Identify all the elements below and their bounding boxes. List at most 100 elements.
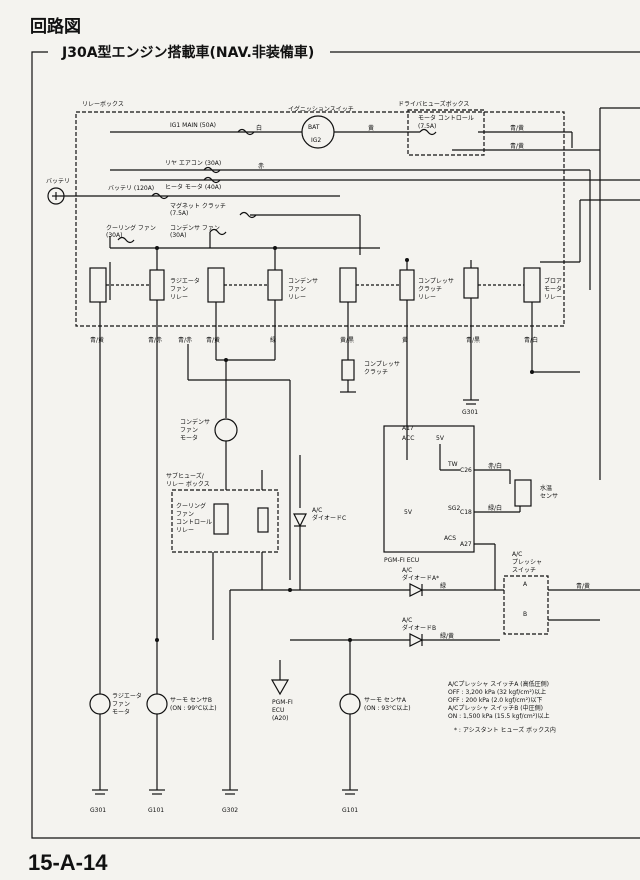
blower-motor-relay-label-2: モータ	[544, 285, 562, 293]
wire-color-yellow-black: 黄/黒	[340, 336, 354, 344]
tw-label: TW	[447, 461, 458, 468]
ac-diode-a-label-1: A/C	[402, 567, 412, 574]
switch-b-label: B	[523, 611, 527, 618]
note-3: OFF : 200 kPa (2.0 kgf/cm²)以下	[448, 697, 542, 704]
blower-motor-relay-label-1: ブロア	[544, 277, 562, 285]
cooling-fan-control-relay-label-2: ファン	[176, 511, 194, 518]
wire-color-black: 青/黒	[466, 336, 480, 344]
thermo-sensor-b-label-1: サーモ センサB	[170, 697, 212, 704]
ac-diode-a-label-2: ダイオードA*	[402, 574, 439, 582]
ac-pressure-switch-label-2: プレッシャ	[512, 559, 542, 566]
water-temp-sensor-label-2: センサ	[540, 493, 558, 500]
connector-a27: A27	[460, 541, 472, 548]
connector-c26: C26	[460, 467, 472, 474]
wire-color-blue-red-1: 青/赤	[148, 336, 162, 344]
compressor-clutch-label-2: クラッチ	[364, 369, 388, 376]
radiator-fan-relay-label-1: ラジエータ	[170, 277, 200, 285]
wire-color-green-white: 緑/白	[488, 504, 502, 512]
ac-diode-b-label-2: ダイオードB	[402, 624, 436, 632]
magnet-clutch-label: マグネット クラッチ	[170, 202, 226, 210]
blower-motor-relay-symbol	[463, 267, 541, 303]
switch-a-label: A	[523, 581, 528, 588]
thermo-sensor-a-label-1: サーモ センサA	[364, 697, 407, 704]
ground-g101-a: G101	[148, 807, 164, 814]
ig2-label: IG2	[311, 137, 321, 144]
cooling-fan-amp-label: (30A)	[106, 232, 122, 239]
fuse-ig1-main-label: IG1 MAIN (50A)	[170, 122, 216, 129]
radiator-fan-relay-symbol	[89, 262, 165, 303]
note-4: A/Cプレッシャ スイッチB (中圧側)	[448, 704, 543, 712]
note-2: OFF : 3,200 kPa (32 kgf/cm²)以上	[448, 688, 546, 696]
battery-symbol	[47, 187, 65, 205]
sub-fuse-relay-box-label-1: サブヒューズ/	[166, 472, 205, 480]
condenser-fan-motor-label-2: ファン	[180, 427, 198, 434]
wire-color-green-2: 緑	[440, 582, 446, 590]
ground-g301-b: G301	[462, 409, 478, 416]
junction-dots	[155, 246, 534, 642]
ignition-switch-symbol	[301, 115, 335, 149]
ac-pressure-switch-box	[503, 575, 549, 635]
cooling-fan-control-relay-label-1: クーリング	[176, 502, 206, 510]
condenser-fan-motor-label-1: コンデンサ	[180, 418, 210, 426]
wire-color-yellow-2: 黄	[402, 336, 408, 344]
compressor-clutch-relay-label-1: コンプレッサ	[418, 278, 454, 285]
wire-color-white: 白	[256, 124, 262, 132]
five-v-label-2: 5V	[404, 509, 413, 516]
acc-label: ACC	[402, 435, 414, 442]
connector-c18: C18	[460, 509, 472, 516]
wire-color-green-yellow: 緑/黄	[440, 632, 454, 640]
ground-g101-b: G101	[342, 807, 358, 814]
sub-fuse-relay-box-label-2: リレー ボックス	[166, 480, 210, 488]
water-temp-sensor-label-1: 水温	[540, 484, 552, 492]
pgm-fi-ecu-label: PGM-FI ECU	[384, 557, 419, 564]
wire-color-blue-yellow-4: 青/黄	[206, 336, 220, 344]
wire-color-blue-yellow-2: 青/黄	[510, 142, 524, 150]
pgm-fi-ecu-a20-label-1: PGM-FI	[272, 699, 293, 706]
wire-color-green-1: 緑	[270, 336, 276, 344]
cooling-fan-control-relay-label-3: コントロール	[176, 519, 212, 526]
thermo-sensor-b-label-2: (ON : 99°C以上)	[170, 704, 217, 712]
radiator-fan-relay-label-2: ファン	[170, 286, 188, 293]
connector-a17: A17	[402, 425, 414, 432]
battery-fuse-label: バッテリ (120A)	[108, 185, 154, 192]
radiator-fan-relay-label-3: リレー	[170, 294, 188, 301]
pgm-fi-ecu-box	[383, 425, 475, 553]
motor-control-label: モータ コントロール	[418, 114, 474, 122]
page-title: 回路図	[30, 17, 81, 37]
ac-pressure-switch-label-3: スイッチ	[512, 567, 536, 574]
driver-fuse-box-label: ドライバヒューズボックス	[398, 100, 469, 108]
condenser-fan-amp-label: (30A)	[170, 232, 186, 239]
pgm-fi-ecu-a20-label-2: ECU	[272, 707, 284, 714]
wire-color-yellow-1: 黄	[368, 124, 374, 132]
wire-color-red: 赤	[258, 163, 264, 170]
cooling-fan-control-relay-label-4: リレー	[176, 527, 194, 534]
radiator-fan-motor-label-2: ファン	[112, 701, 130, 708]
rear-aircon-label: リヤ エアコン (30A)	[165, 160, 221, 167]
ac-diode-c-label-2: ダイオードC	[312, 514, 346, 522]
cooling-fan-label: クーリング ファン	[106, 224, 156, 232]
ground-g302: G302	[222, 807, 238, 814]
sg2-label: SG2	[448, 505, 460, 512]
battery-label: バッテリ	[46, 178, 70, 185]
note-1: A/Cプレッシャ スイッチA (高低圧側)	[448, 680, 549, 688]
blower-motor-relay-label-3: リレー	[544, 294, 562, 301]
pgm-fi-ecu-a20-label-3: (A20)	[272, 715, 288, 722]
note-6: * : アシスタント ヒューズ ボックス内	[454, 726, 556, 734]
diagram-frame	[31, 51, 640, 839]
compressor-clutch-label-1: コンプレッサ	[364, 361, 400, 368]
compressor-clutch-relay-label-3: リレー	[418, 294, 436, 301]
bat-label: BAT	[308, 124, 320, 131]
heater-motor-label: ヒータ モータ (40A)	[165, 183, 221, 191]
fuse-symbols	[117, 128, 437, 244]
thermo-sensor-a-label-2: (ON : 93°C以上)	[364, 704, 411, 712]
radiator-fan-motor-label-3: モータ	[112, 708, 130, 716]
condenser-fan-label: コンデンサ ファン	[170, 224, 220, 232]
ac-pressure-switch-label-1: A/C	[512, 551, 522, 558]
relay-box-label: リレーボックス	[82, 100, 124, 108]
ground-g301-a: G301	[90, 807, 106, 814]
condenser-fan-relay-label-1: コンデンサ	[288, 277, 318, 285]
note-5: ON : 1,500 kPa (15.5 kgf/cm²)以上	[448, 712, 549, 720]
page-number: 15-A-14	[28, 850, 108, 875]
ground-symbols	[92, 399, 479, 795]
